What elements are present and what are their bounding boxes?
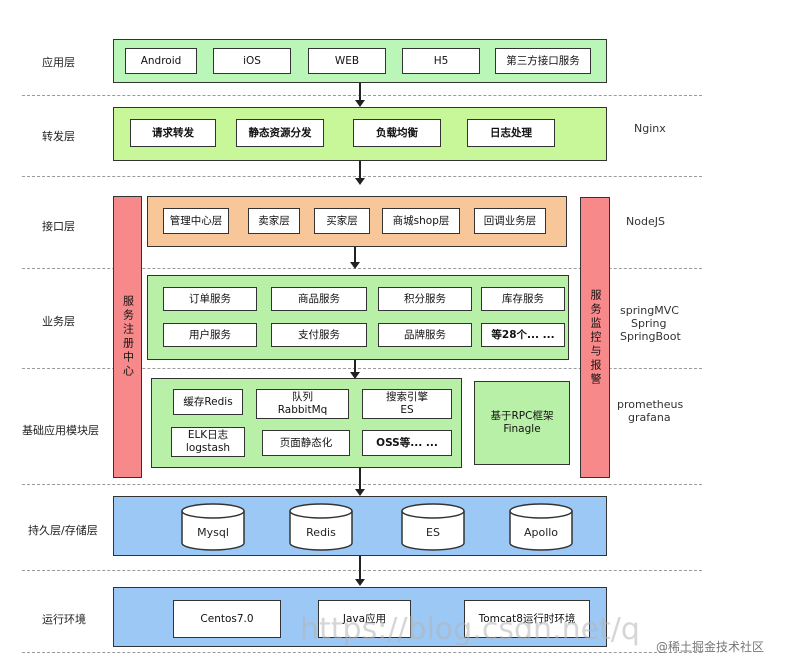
interface-item-seller: 卖家层 [248,208,300,234]
flow-arrow [355,556,365,586]
flow-arrow [355,83,365,107]
business-item-inventory: 库存服务 [481,287,565,311]
db-label-apollo: Apollo [523,526,559,539]
db-cylinder-mysql [181,503,245,551]
business-item-user: 用户服务 [163,323,257,347]
flow-arrow [350,247,360,269]
db-cylinder-apollo [509,503,573,551]
app-item-ios: iOS [213,48,291,74]
business-side-label-3: SpringBoot [620,330,681,343]
base-item-oss: OSS等... ... [362,430,452,456]
base-side-label-2: grafana [628,411,671,424]
forward-item-lb: 负载均衡 [353,119,441,147]
app-item-third-party: 第三方接口服务 [495,48,591,74]
service-registry-strip: 服务注册中心 [113,196,142,478]
business-item-payment: 支付服务 [271,323,367,347]
business-side-label-1: springMVC [620,304,679,317]
base-side-label-1: prometheus [617,398,684,411]
service-registry-label: 服务注册中心 [121,295,135,379]
business-item-more: 等28个... ... [481,323,565,347]
flow-arrow [350,360,360,379]
business-item-order: 订单服务 [163,287,257,311]
forward-side-label: Nginx [634,122,666,135]
base-item-queue: 队列 RabbitMq [256,389,349,419]
url-watermark: https://blog.csdn.net/q [300,612,640,647]
db-cylinder-redis [289,503,353,551]
app-item-web: WEB [308,48,386,74]
forward-item-log: 日志处理 [467,119,555,147]
db-cylinder-es [401,503,465,551]
rpc-framework-box: 基于RPC框架 Finagle [474,381,570,465]
separator [22,368,702,369]
flow-arrow [355,468,365,496]
interface-item-shop: 商城shop层 [382,208,460,234]
forward-item-request: 请求转发 [130,119,216,147]
flow-arrow [355,161,365,185]
runtime-item-java: Java应用 [318,600,411,638]
business-item-brand: 品牌服务 [378,323,472,347]
runtime-item-centos: Centos7.0 [173,600,281,638]
layer-label-base: 基础应用模块层 [22,424,99,437]
separator [22,652,702,653]
layer-label-interface: 接口层 [42,220,75,233]
layer-label-forward: 转发层 [42,130,75,143]
app-item-h5: H5 [402,48,480,74]
separator [22,176,702,177]
layer-label-business: 业务层 [42,315,75,328]
business-side-label-2: Spring [631,317,667,330]
forward-item-static: 静态资源分发 [236,119,324,147]
separator [22,95,702,96]
separator [22,570,702,571]
app-item-android: Android [125,48,197,74]
runtime-item-tomcat: Tomcat8运行时环境 [464,600,590,638]
layer-label-runtime: 运行环境 [42,613,86,626]
service-monitor-label: 服务监控与报警 [589,288,602,387]
db-label-mysql: Mysql [197,526,229,539]
interface-item-callback: 回调业务层 [474,208,546,234]
layer-label-app: 应用层 [42,56,75,69]
db-label-redis: Redis [306,526,336,539]
source-credit: @稀土掘金技术社区 [656,640,765,654]
business-item-points: 积分服务 [378,287,472,311]
business-item-product: 商品服务 [271,287,367,311]
interface-item-admin: 管理中心层 [163,208,229,234]
interface-item-buyer: 买家层 [314,208,370,234]
base-item-elk: ELK日志 logstash [171,427,245,457]
layer-label-persist: 持久层/存储层 [28,524,98,537]
service-monitor-strip: 服务监控与报警 [580,197,610,478]
db-label-es: ES [426,526,440,539]
base-item-search: 搜索引擎 ES [362,389,452,419]
base-item-redis-cache: 缓存Redis [173,389,243,415]
interface-side-label: NodeJS [626,215,665,228]
base-item-static-page: 页面静态化 [262,430,350,456]
separator [22,484,702,485]
separator [22,268,702,269]
